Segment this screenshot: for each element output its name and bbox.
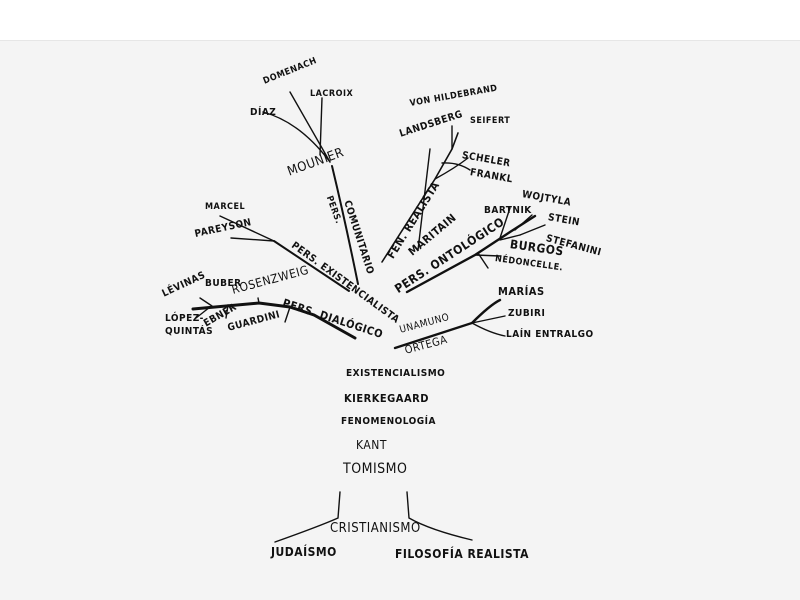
member-lopez: LÓPEZ-	[165, 313, 204, 324]
trunk-existencialismo: EXISTENCIALISMO	[346, 368, 446, 379]
top-bar	[0, 0, 800, 41]
member-lacroix: LACROIX	[310, 89, 354, 99]
member-quintas: QUINTÁS	[165, 326, 214, 337]
trunk-fenomenologia: FENOMENOLOGÍA	[341, 416, 436, 427]
member-diaz: DÍAZ	[250, 107, 277, 118]
root-judaismo: JUDAÍSMO	[271, 545, 337, 559]
base-cristianismo: CRISTIANISMO	[330, 521, 421, 536]
trunk-kierkegaard: KIERKEGAARD	[344, 392, 429, 405]
trunk-tomismo: TOMISMO	[343, 461, 408, 477]
member-bartnik: BARTNIK	[484, 205, 532, 216]
member-seifert: SEIFERT	[470, 116, 511, 126]
member-zubiri: ZUBIRI	[508, 308, 546, 319]
member-buber: BUBER	[205, 278, 242, 289]
member-marcel: MARCEL	[205, 202, 246, 212]
member-lain-entralgo: LAÍN ENTRALGO	[506, 329, 594, 340]
root-filosofia-realista: FILOSOFÍA REALISTA	[395, 547, 529, 561]
diagram-canvas	[0, 41, 800, 600]
trunk-kant: KANT	[356, 438, 387, 452]
member-marias: MARÍAS	[498, 285, 545, 298]
